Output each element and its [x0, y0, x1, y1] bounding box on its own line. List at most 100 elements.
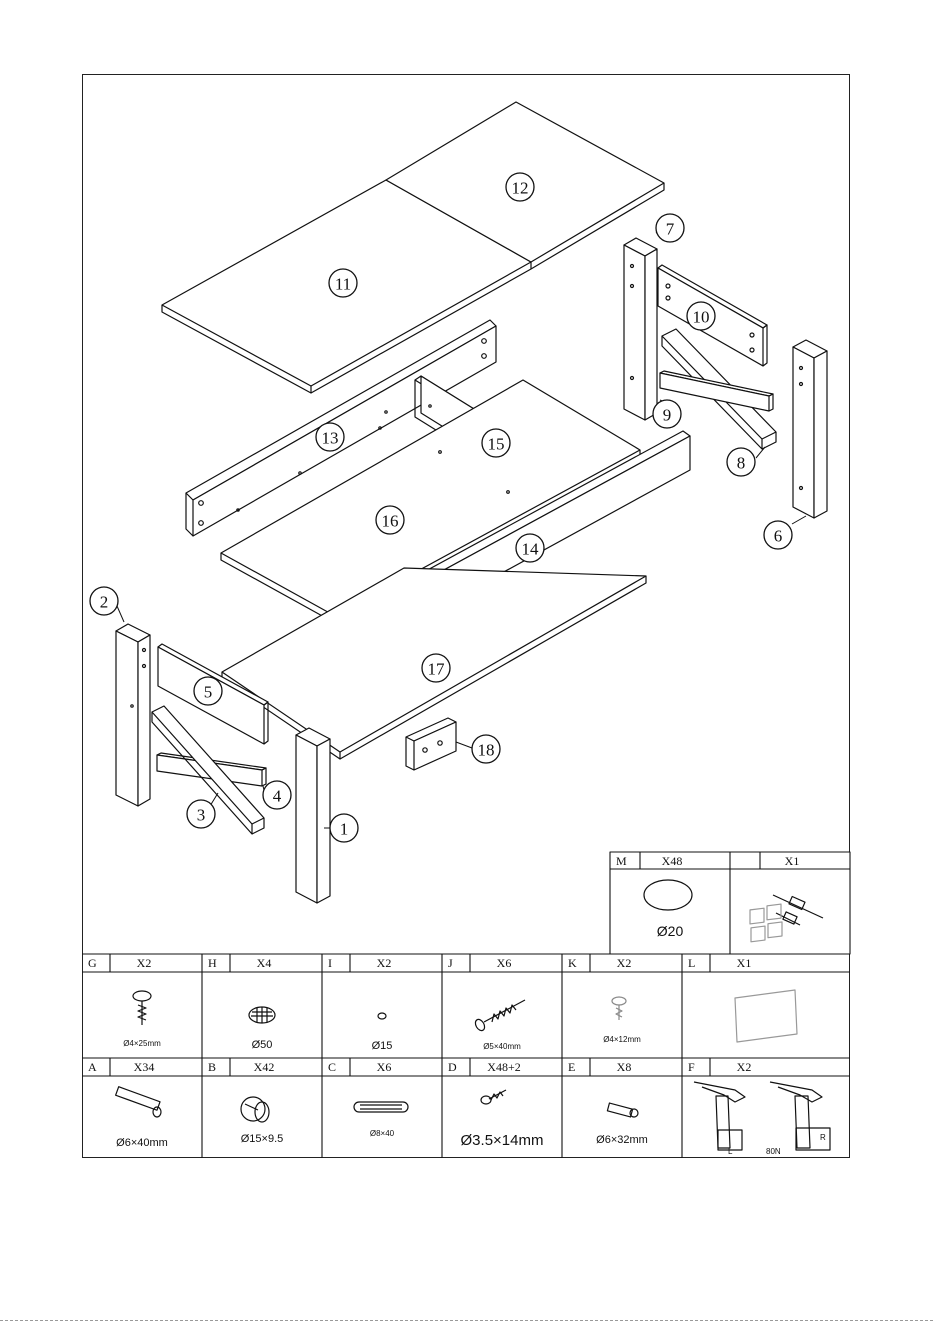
- hardware-letter: K: [568, 956, 577, 970]
- part-badge-3: 3: [187, 800, 215, 828]
- hardware-caption: Ø4×12mm: [603, 1035, 641, 1044]
- hardware-caption: Ø15×9.5: [241, 1133, 284, 1145]
- hardware-letter: B: [208, 1060, 216, 1074]
- hardware-qty: X34: [134, 1060, 155, 1074]
- hardware-caption: Ø50: [252, 1039, 273, 1051]
- hardware-caption: Ø8×40: [370, 1129, 395, 1138]
- hardware-qty: X2: [377, 956, 392, 970]
- hardware-letter: L: [688, 956, 695, 970]
- hardware-b-cam-icon: [241, 1097, 269, 1122]
- svg-text:11: 11: [335, 275, 351, 294]
- part-7-post: [624, 238, 657, 420]
- hardware-caption: Ø20: [657, 923, 684, 939]
- hardware-caption: Ø6×40mm: [116, 1137, 168, 1149]
- svg-text:14: 14: [522, 540, 540, 559]
- hardware-letter: M: [616, 854, 627, 868]
- svg-text:5: 5: [204, 683, 213, 702]
- svg-text:1: 1: [340, 820, 349, 839]
- part-badge-2: 2: [90, 587, 118, 615]
- hardware-qty: X6: [377, 1060, 392, 1074]
- part-badge-14: 14: [516, 534, 544, 562]
- hardware-h-pad-icon: [249, 1007, 275, 1023]
- hardware-letter: C: [328, 1060, 336, 1074]
- svg-text:2: 2: [100, 593, 109, 612]
- svg-text:13: 13: [322, 429, 339, 448]
- part-1-post: [296, 728, 330, 903]
- hardware-e-bolt-icon: [607, 1103, 638, 1117]
- part-badge-11: 11: [329, 269, 357, 297]
- hardware-qty: X2: [617, 956, 632, 970]
- hardware-l-cell: L X1: [688, 956, 751, 970]
- svg-text:18: 18: [478, 741, 495, 760]
- part-badge-12: 12: [506, 173, 534, 201]
- part-badge-9: 9: [653, 400, 681, 428]
- hardware-qty: X1: [737, 956, 752, 970]
- hinge-labels: L R 80N: [728, 1133, 826, 1156]
- hardware-caption: Ø15: [372, 1040, 393, 1052]
- hardware-a-bolt-icon: [116, 1087, 161, 1117]
- svg-text:16: 16: [382, 512, 399, 531]
- svg-text:7: 7: [666, 220, 675, 239]
- hardware-letter: H: [208, 956, 217, 970]
- svg-text:3: 3: [197, 806, 206, 825]
- hardware-i-cap-icon: [378, 1013, 386, 1019]
- hardware-qty: X1: [785, 854, 800, 868]
- hardware-letter: G: [88, 956, 97, 970]
- part-6-post: [793, 340, 827, 518]
- hardware-caption: Ø6×32mm: [596, 1134, 648, 1146]
- part-badge-17: 17: [422, 654, 450, 682]
- svg-text:R: R: [820, 1133, 826, 1142]
- hardware-caption: Ø5×40mm: [483, 1042, 521, 1051]
- part-badge-10: 10: [687, 302, 715, 330]
- hardware-c-dowel-icon: [354, 1102, 408, 1112]
- svg-text:12: 12: [512, 179, 529, 198]
- svg-text:17: 17: [428, 660, 446, 679]
- svg-text:9: 9: [663, 406, 672, 425]
- part-badge-6: 6: [764, 521, 792, 549]
- part-18-block: [406, 718, 456, 770]
- svg-text:10: 10: [693, 308, 710, 327]
- part-badge-4: 4: [263, 781, 291, 809]
- hardware-g-screw-icon: [133, 991, 151, 1025]
- hardware-caption: Ø4×25mm: [123, 1039, 161, 1048]
- hardware-d-screw-icon: [481, 1090, 506, 1104]
- hardware-f-hinge-icon: [694, 1082, 830, 1150]
- part-badge-5: 5: [194, 677, 222, 705]
- hardware-qty: X2: [137, 956, 152, 970]
- part-badge-7: 7: [656, 214, 684, 242]
- svg-text:L: L: [728, 1147, 733, 1156]
- part-2-post: [116, 624, 150, 806]
- svg-text:80N: 80N: [766, 1147, 781, 1156]
- hardware-letter: D: [448, 1060, 457, 1074]
- svg-text:15: 15: [488, 435, 505, 454]
- part-badge-16: 16: [376, 506, 404, 534]
- hardware-qty: X4: [257, 956, 272, 970]
- hardware-h-cell: H X4Ø50: [208, 956, 272, 1051]
- hardware-d-cell: D X48+2Ø3.5×14mm: [448, 1060, 543, 1149]
- hardware-letter: I: [328, 956, 332, 970]
- hardware-j-screw-icon: [474, 1000, 525, 1032]
- hardware-qty: X48+2: [487, 1060, 520, 1074]
- hardware-letter: J: [448, 956, 453, 970]
- hardware-qty: X8: [617, 1060, 632, 1074]
- hardware-qty: X2: [737, 1060, 752, 1074]
- hardware-qty: X48: [662, 854, 683, 868]
- hardware-caption: Ø3.5×14mm: [461, 1132, 544, 1149]
- svg-text:6: 6: [774, 527, 783, 546]
- page-cut-line: [0, 1320, 933, 1321]
- hardware-letter: E: [568, 1060, 575, 1074]
- hardware-qty: X42: [254, 1060, 275, 1074]
- part-badge-13: 13: [316, 423, 344, 451]
- hardware-tool-cell: X1: [785, 854, 800, 868]
- part-badge-15: 15: [482, 429, 510, 457]
